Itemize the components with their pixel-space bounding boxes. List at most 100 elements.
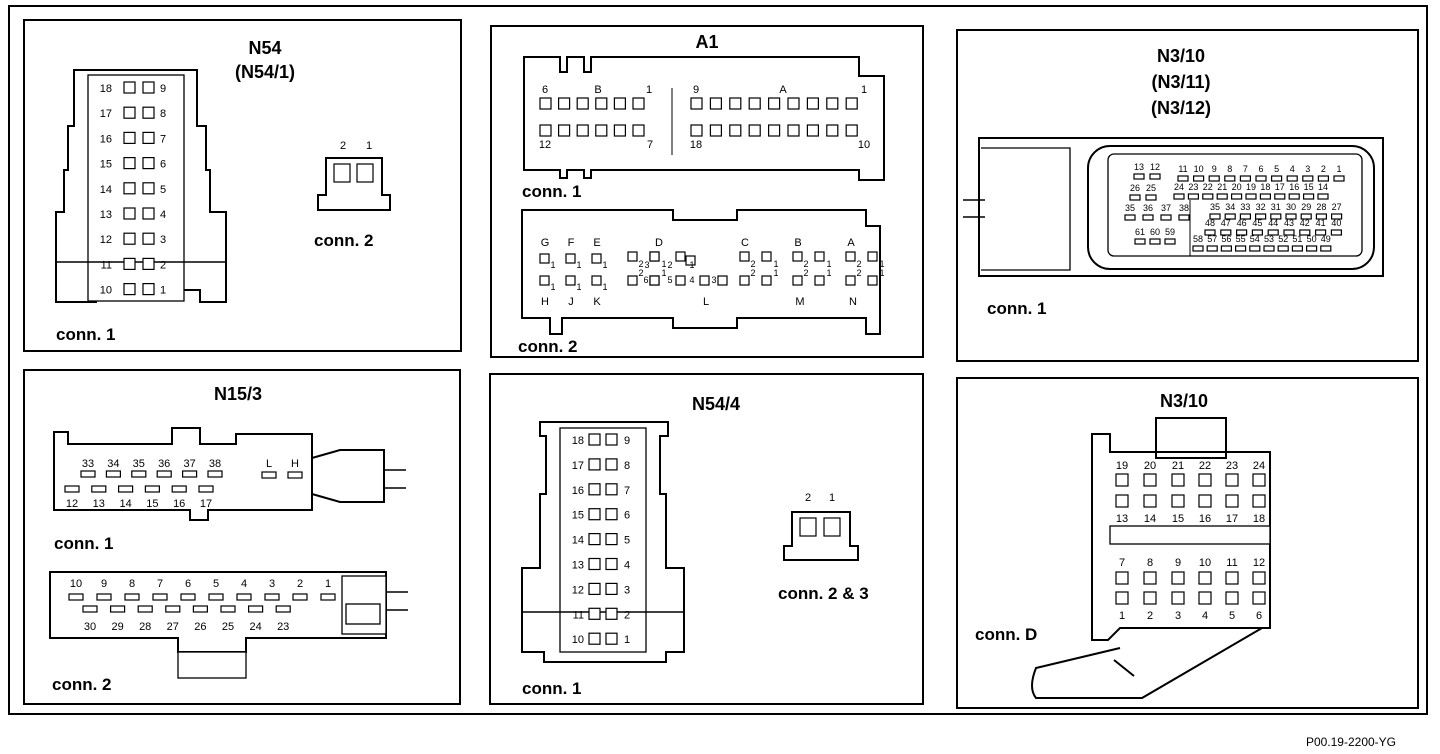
cavity-letter: E xyxy=(593,237,600,249)
pin-cavity xyxy=(1149,173,1161,180)
pin-cavity xyxy=(1198,494,1212,508)
pin-cavity xyxy=(761,275,772,286)
conn2-label: conn. 2 xyxy=(52,675,112,694)
pin-label: 55 xyxy=(1236,234,1246,244)
pin-label: 10 xyxy=(70,578,82,590)
pin-label: 28 xyxy=(139,621,151,633)
pin-cavity xyxy=(588,557,601,571)
pin-label: B xyxy=(594,84,601,96)
pin-cavity xyxy=(1224,213,1236,220)
pin-cavity xyxy=(1333,175,1345,182)
panel-frame xyxy=(490,25,924,358)
pin-label: 31 xyxy=(1271,202,1281,212)
pin-label: 24 xyxy=(249,621,261,633)
pin-cavity xyxy=(1302,175,1314,182)
pin-number: 2 xyxy=(750,268,755,278)
pin-label: 5 xyxy=(1229,610,1235,622)
pin-cavity xyxy=(1277,245,1289,252)
pin-cavity xyxy=(1143,473,1157,487)
pin-cavity xyxy=(1115,591,1129,605)
pin-cavity xyxy=(80,470,96,478)
pin-cavity xyxy=(748,97,761,110)
pin-cavity xyxy=(82,605,98,613)
pin-cavity xyxy=(685,255,696,266)
cavity-letter: B xyxy=(794,237,801,249)
pin-cavity xyxy=(192,605,208,613)
pin-cavity xyxy=(605,607,618,620)
pin-cavity xyxy=(1239,213,1252,220)
pin-label: 23 xyxy=(1188,182,1198,192)
pin-cavity xyxy=(1225,494,1239,508)
conn1-pin-field xyxy=(559,427,647,653)
panel-title: N54/4 xyxy=(692,394,740,414)
pin-number: 2 xyxy=(638,268,643,278)
pin-cavity xyxy=(613,124,627,137)
pin-cavity xyxy=(1198,571,1212,585)
pin-label: 9 xyxy=(160,83,166,95)
pin-number: 1 xyxy=(773,259,778,269)
pin-cavity xyxy=(1143,571,1157,585)
pin-label: 5 xyxy=(160,184,166,196)
pin-number: 1 xyxy=(602,260,607,270)
pin-label: 34 xyxy=(1225,202,1235,212)
pin-label: 10 xyxy=(572,634,584,646)
pin-cavity xyxy=(1171,571,1185,585)
conn2-pin-label-1: 1 xyxy=(366,140,372,152)
pin-label: 26 xyxy=(1130,183,1140,193)
pin-number: 6 xyxy=(643,275,648,285)
pin-label: 36 xyxy=(158,458,170,470)
pin-cavity xyxy=(1288,193,1300,200)
pin-label: 21 xyxy=(1217,182,1227,192)
pin-cavity xyxy=(1204,229,1216,236)
pin-cavity xyxy=(264,593,280,601)
pin-cavity xyxy=(709,97,723,110)
pin-cavity xyxy=(588,532,601,546)
pin-number: 2 xyxy=(803,259,808,269)
pin-cavity xyxy=(1209,213,1221,220)
pin-cavity xyxy=(220,605,236,613)
pin-label: 27 xyxy=(1332,202,1342,212)
connD-housing xyxy=(1091,433,1271,641)
pin-cavity xyxy=(1249,245,1261,252)
pin-cavity xyxy=(142,106,155,119)
pin-label: 6 xyxy=(542,84,548,96)
pin-cavity xyxy=(1134,238,1146,245)
pin-cavity xyxy=(1216,193,1228,200)
pin-number: 4 xyxy=(689,275,694,285)
pin-cavity xyxy=(142,157,155,170)
pin-label: 14 xyxy=(1144,513,1156,525)
pin-cavity xyxy=(690,97,703,110)
pin-label: 15 xyxy=(100,159,112,171)
pin-cavity xyxy=(539,97,552,110)
pin-cavity xyxy=(588,433,601,446)
pin-label: 6 xyxy=(1256,610,1262,622)
pin-cavity xyxy=(142,182,155,195)
pin-cavity xyxy=(588,458,601,471)
pin-cavity xyxy=(1305,245,1318,252)
pin-label: 21 xyxy=(1172,460,1184,472)
pin-label: 50 xyxy=(1307,234,1317,244)
pin-label: 35 xyxy=(1125,203,1135,213)
pin-label: 49 xyxy=(1321,234,1331,244)
pin-cavity xyxy=(605,483,618,496)
pin-cavity xyxy=(105,470,122,478)
conn1-label: conn. 1 xyxy=(54,534,114,553)
pin-number: 1 xyxy=(661,268,666,278)
pin-cavity xyxy=(1251,229,1264,236)
pin-cavity xyxy=(729,124,742,137)
pin-label: 14 xyxy=(1318,182,1328,192)
pin-cavity xyxy=(739,275,750,286)
conn1-housing xyxy=(523,56,885,181)
pin-cavity xyxy=(287,471,303,479)
pin-cavity xyxy=(1286,175,1298,182)
pin-label: 15 xyxy=(146,498,158,510)
pin-label: 44 xyxy=(1268,218,1278,228)
pin-cavity xyxy=(632,97,645,110)
pin-label: 8 xyxy=(624,460,630,472)
cavity-letter: N xyxy=(849,296,857,308)
pin-cavity xyxy=(591,275,602,286)
pin-label: 16 xyxy=(572,485,584,497)
pin-cavity xyxy=(627,275,638,286)
